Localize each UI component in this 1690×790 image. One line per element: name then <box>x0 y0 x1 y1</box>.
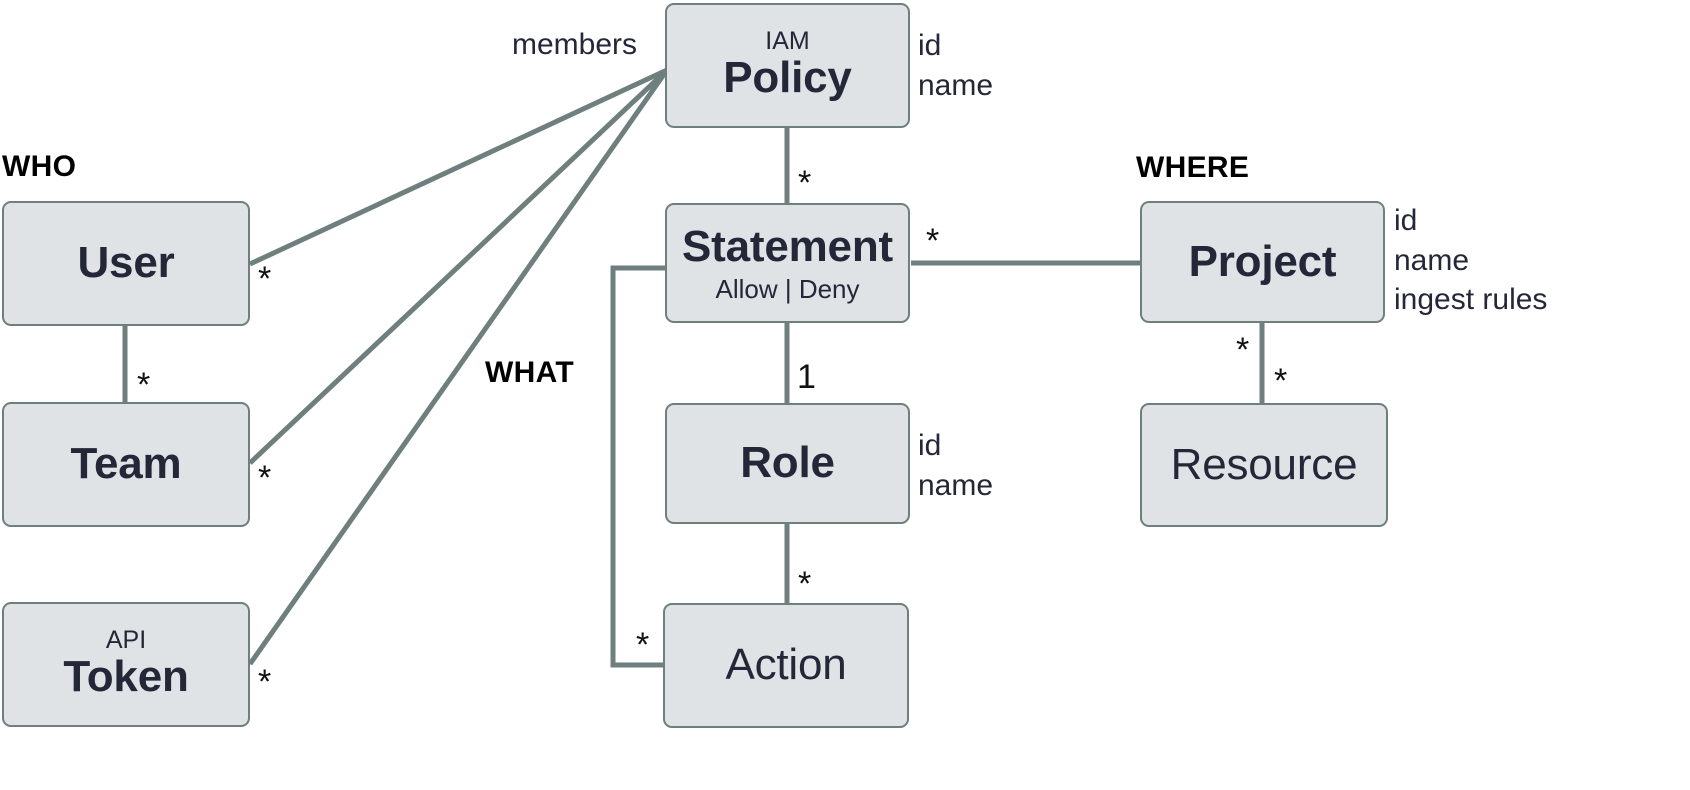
node-action[interactable]: Action <box>663 603 909 728</box>
node-statement[interactable]: Statement Allow | Deny <box>665 203 910 323</box>
cardinality-statement-role: 1 <box>797 358 816 396</box>
node-statement-subtitle: Allow | Deny <box>715 273 860 304</box>
node-project-title: Project <box>1188 236 1337 286</box>
cardinality-role-action: * <box>798 565 812 603</box>
cardinality-user-team: * <box>137 366 151 404</box>
node-statement-title: Statement <box>682 221 893 271</box>
node-action-title: Action <box>725 640 847 690</box>
node-user[interactable]: User <box>2 201 250 326</box>
node-policy[interactable]: IAM Policy <box>665 3 910 128</box>
node-policy-kicker: IAM <box>765 27 810 56</box>
cardinality-project-resource-a: * <box>1236 331 1250 369</box>
node-token-title: Token <box>63 652 189 702</box>
cardinality-statement-action: * <box>636 626 650 664</box>
node-role-title: Role <box>740 438 835 488</box>
node-resource-title: Resource <box>1170 439 1358 489</box>
cardinality-policy-statement: * <box>798 164 812 202</box>
cardinality-user-policy: * <box>258 260 272 298</box>
group-label-what: WHAT <box>485 356 574 389</box>
group-label-who: WHO <box>2 150 77 183</box>
node-resource[interactable]: Resource <box>1140 403 1388 527</box>
cardinality-project-resource-b: * <box>1274 362 1288 400</box>
node-policy-title: Policy <box>723 53 852 103</box>
group-label-where: WHERE <box>1136 151 1250 184</box>
node-project[interactable]: Project <box>1140 201 1385 323</box>
node-team[interactable]: Team <box>2 402 250 527</box>
node-role[interactable]: Role <box>665 403 910 524</box>
cardinality-team-policy: * <box>258 459 272 497</box>
cardinality-token-policy: * <box>258 663 272 701</box>
edge-label-members: members <box>512 28 638 61</box>
node-user-title: User <box>77 238 175 288</box>
cardinality-statement-project: * <box>926 222 940 260</box>
edge-team-policy <box>248 68 669 465</box>
node-token-kicker: API <box>105 626 147 655</box>
edge-token-policy <box>247 68 670 666</box>
edge-user-policy <box>248 67 669 267</box>
node-team-title: Team <box>70 439 182 489</box>
edge-statement-action <box>610 265 665 668</box>
node-token[interactable]: API Token <box>2 602 250 727</box>
